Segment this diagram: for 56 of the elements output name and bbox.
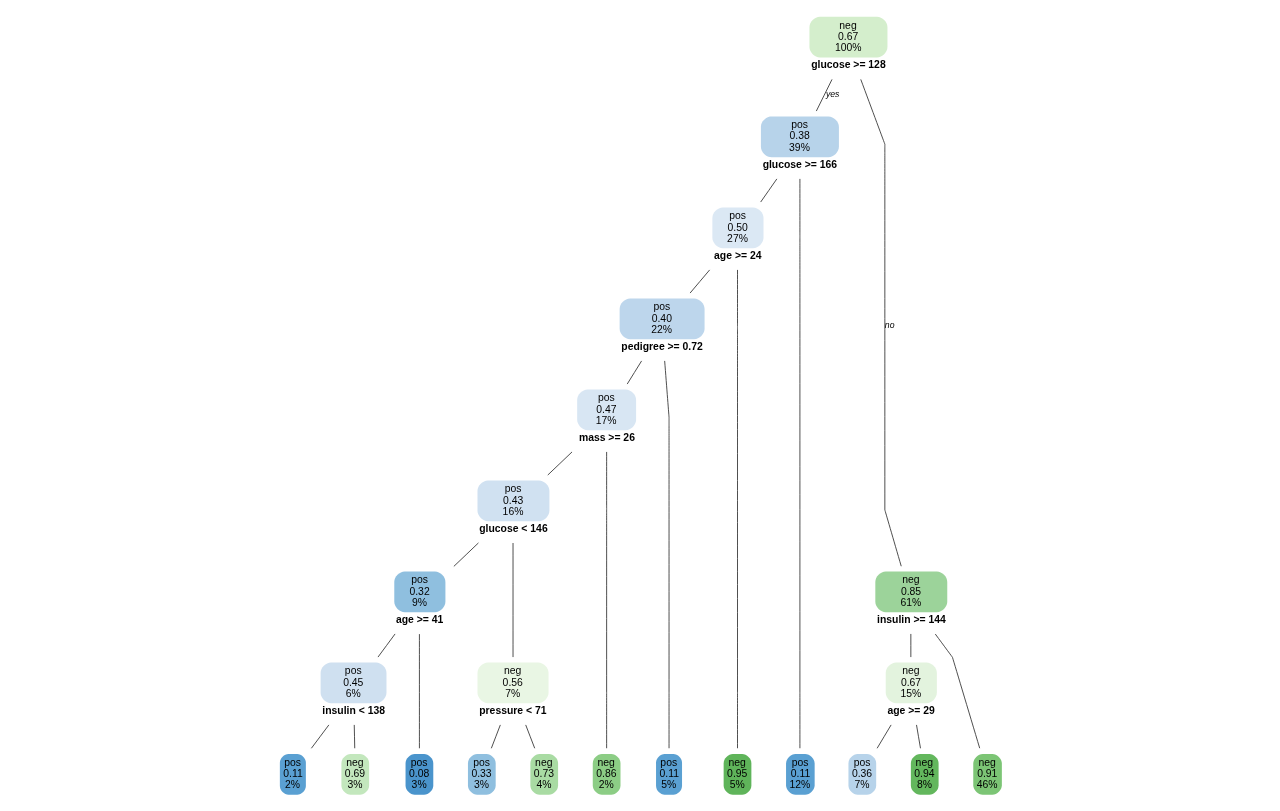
node-label: glucose >= 166 xyxy=(762,159,838,171)
node-box: neg 0.67 15% xyxy=(885,662,937,704)
connector xyxy=(664,360,670,749)
connector xyxy=(525,724,536,749)
node-box: pos 0.33 3% xyxy=(467,753,496,795)
node-box: neg 0.94 8% xyxy=(910,753,939,795)
node-box: neg 0.56 7% xyxy=(477,662,549,704)
edge-label: no xyxy=(884,320,895,331)
node-box: pos 0.43 16% xyxy=(477,480,550,522)
node-box: pos 0.47 17% xyxy=(577,389,637,431)
edge-label: yes xyxy=(825,88,840,99)
node-box: neg 0.91 46% xyxy=(973,753,1002,795)
connector xyxy=(737,269,738,749)
node-box: neg 0.67 100% xyxy=(809,16,888,58)
connector xyxy=(876,724,892,749)
connector xyxy=(916,724,921,749)
connector xyxy=(626,360,643,385)
node-label: mass >= 26 xyxy=(578,432,635,444)
connector xyxy=(860,78,902,567)
connector xyxy=(353,724,356,749)
node-box: pos 0.36 7% xyxy=(848,753,877,795)
node-box: pos 0.40 22% xyxy=(619,298,705,340)
node-box: pos 0.50 27% xyxy=(712,207,764,249)
connector xyxy=(910,633,912,658)
node-box: pos 0.08 3% xyxy=(405,753,434,795)
node-box: pos 0.11 5% xyxy=(656,753,683,795)
node-label: glucose >= 128 xyxy=(811,59,886,71)
node-label: pressure < 71 xyxy=(479,705,547,717)
node-box: neg 0.73 4% xyxy=(530,753,559,795)
connector xyxy=(606,451,608,749)
connector xyxy=(547,451,573,476)
node-label: glucose < 146 xyxy=(479,523,548,535)
node-box: pos 0.45 6% xyxy=(320,662,387,704)
node-box: neg 0.86 2% xyxy=(592,753,621,795)
node-box: neg 0.95 5% xyxy=(723,753,752,795)
connector xyxy=(310,724,330,749)
node-box: pos 0.32 9% xyxy=(394,571,446,613)
node-box: neg 0.85 61% xyxy=(875,571,948,613)
node-label: age >= 41 xyxy=(396,614,444,626)
connector xyxy=(377,633,396,658)
node-box: neg 0.69 3% xyxy=(341,753,370,795)
connector xyxy=(934,633,981,749)
node-label: age >= 29 xyxy=(887,705,935,717)
node-label: insulin < 138 xyxy=(322,705,386,717)
node-box: pos 0.11 2% xyxy=(279,753,306,795)
connector xyxy=(490,724,501,749)
connector xyxy=(760,178,778,203)
node-label: pedigree >= 0.72 xyxy=(621,341,703,353)
node-box: pos 0.38 39% xyxy=(760,116,839,158)
connector xyxy=(689,269,711,294)
connector xyxy=(418,633,420,749)
node-label: age >= 24 xyxy=(714,250,762,262)
node-label: insulin >= 144 xyxy=(877,614,946,626)
node-box: pos 0.11 12% xyxy=(786,753,815,795)
connector xyxy=(815,78,833,112)
connector xyxy=(453,542,479,567)
